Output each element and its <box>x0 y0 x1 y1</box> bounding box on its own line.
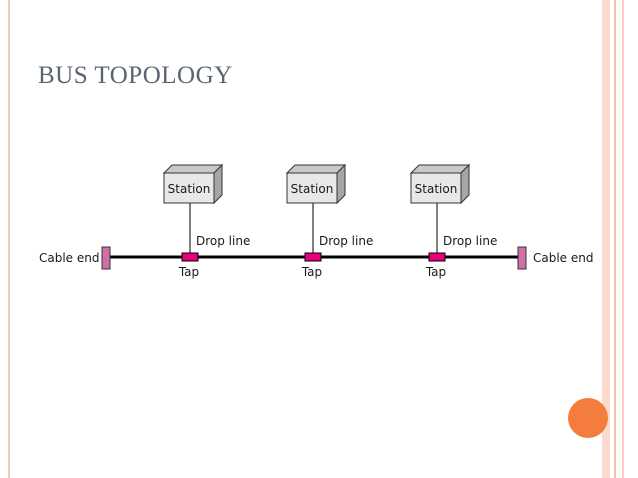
right-border-line-outer <box>622 0 624 478</box>
tap-label: Tap <box>425 265 446 279</box>
station-node: Station Drop line Tap <box>285 163 373 279</box>
tap-label: Tap <box>178 265 199 279</box>
station-box <box>286 172 338 204</box>
station-node: Station Drop line Tap <box>409 163 497 279</box>
right-cable-end-terminator <box>517 246 527 270</box>
decorative-orange-circle <box>568 398 608 438</box>
right-border-band <box>602 0 610 478</box>
drop-line-label: Drop line <box>319 234 373 248</box>
drop-line-label: Drop line <box>443 234 497 248</box>
left-cable-end-label: Cable end <box>39 251 100 265</box>
tap <box>304 252 322 262</box>
station-box <box>410 172 462 204</box>
station-box <box>163 172 215 204</box>
tap <box>181 252 199 262</box>
tap <box>428 252 446 262</box>
slide-title: BUS TOPOLOGY <box>38 62 233 89</box>
station-top-face <box>285 164 347 174</box>
right-border-line <box>614 0 616 478</box>
station-label: Station <box>291 182 334 196</box>
right-cable-end-label: Cable end <box>533 251 594 265</box>
left-cable-end-terminator <box>101 246 111 270</box>
drop-line-label: Drop line <box>196 234 250 248</box>
station-label: Station <box>168 182 211 196</box>
tap-label: Tap <box>301 265 322 279</box>
station-label: Station <box>415 182 458 196</box>
left-border-line <box>8 0 10 478</box>
station-top-face <box>162 164 224 174</box>
station-top-face <box>409 164 471 174</box>
station-node: Station Drop line Tap <box>162 163 250 279</box>
